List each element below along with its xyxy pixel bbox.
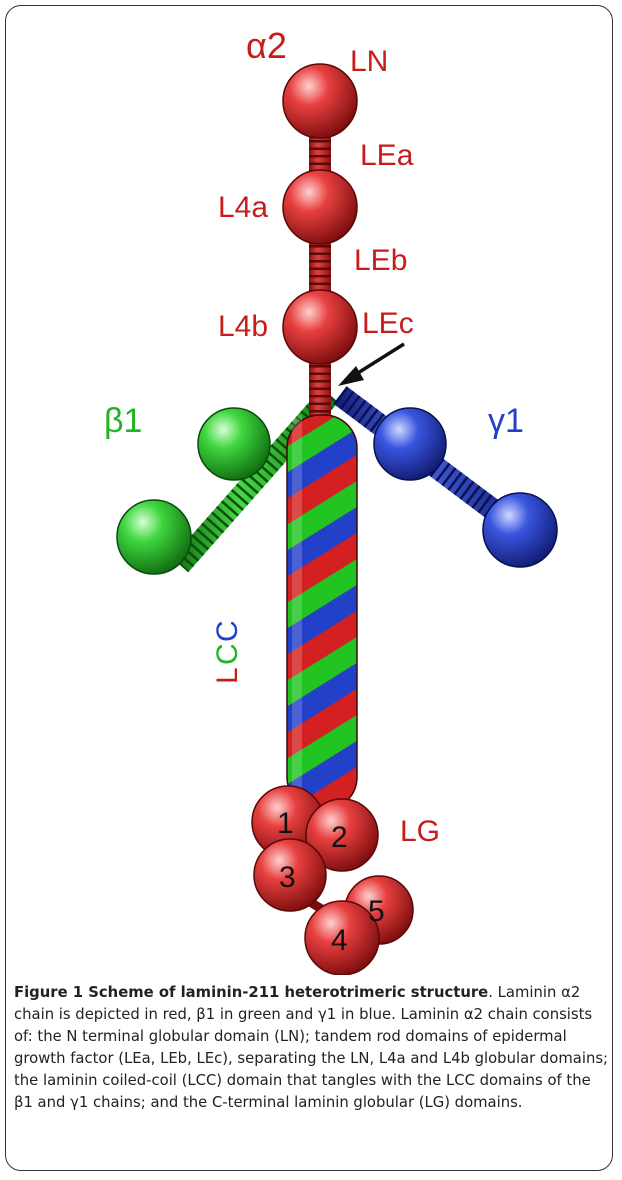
- lg-domain-4-label: 4: [331, 924, 348, 957]
- gamma1-arm: [333, 386, 558, 568]
- lec-arrow: [338, 342, 405, 386]
- lg-domain-4: [304, 900, 380, 975]
- coil-band: [287, 706, 357, 790]
- figure-caption: Figure 1 Scheme of laminin-211 heterotri…: [14, 982, 610, 1114]
- ln-label: LN: [350, 45, 388, 78]
- alpha2-label: α2: [246, 25, 287, 66]
- coil-band: [287, 680, 357, 764]
- l4a-label: L4a: [218, 191, 268, 224]
- alpha2-rod: [309, 95, 331, 450]
- figure-frame: [5, 5, 613, 1171]
- lg-domain-3-label: 3: [279, 861, 296, 894]
- coil-band: [287, 576, 357, 660]
- lg-domain-1-label: 1: [277, 807, 294, 840]
- beta1-label: β1: [104, 402, 142, 440]
- lcc-label: L C C: [211, 620, 244, 684]
- lg-domain-3: [253, 838, 327, 912]
- coil-band: [287, 498, 357, 582]
- coil-band: [287, 628, 357, 712]
- coil-band: [287, 415, 357, 452]
- coiled-coil-lcc: [286, 414, 358, 849]
- coil-band: [287, 420, 357, 504]
- lg-domains: 1 2 3 5 4: [251, 785, 414, 975]
- lec-label: LEc: [362, 307, 414, 340]
- coil-band: [287, 472, 357, 556]
- gamma1-globule-2: [482, 492, 558, 568]
- lg-domain-2-label: 2: [331, 821, 348, 854]
- caption-body: Laminin α2 chain is depicted in red, β1 …: [14, 984, 609, 1111]
- ln-globule: [282, 63, 358, 139]
- l4b-globule: [282, 289, 358, 365]
- l4a-globule: [282, 169, 358, 245]
- lg-domain-2: [305, 798, 379, 872]
- coil-band: [287, 550, 357, 634]
- lcc-letter-c2: C: [211, 620, 244, 642]
- lea-label: LEa: [360, 139, 414, 172]
- lcc-letter-l: L: [211, 667, 244, 684]
- lg-domain-5-label: 5: [368, 895, 385, 928]
- l4b-label: L4b: [218, 310, 268, 343]
- caption-title-end: .: [488, 984, 493, 1001]
- coil-band: [287, 524, 357, 608]
- leb-label: LEb: [354, 244, 407, 277]
- beta1-globule-2: [116, 499, 192, 575]
- lcc-letter-c1: C: [211, 643, 244, 665]
- lg-label: LG: [400, 815, 440, 848]
- gamma1-label: γ1: [488, 402, 524, 440]
- gamma1-globule-1: [373, 407, 447, 481]
- coil-band: [287, 654, 357, 738]
- coil-band: [287, 758, 357, 810]
- coil-band: [287, 446, 357, 530]
- beta1-globule-1: [197, 407, 271, 481]
- coil-band: [287, 602, 357, 686]
- caption-title: Figure 1 Scheme of laminin-211 heterotri…: [14, 984, 489, 1001]
- laminin-diagram: 1 2 3 5 4 α2 LN LEa L4a LEb L4b LEc β1 γ…: [104, 25, 558, 975]
